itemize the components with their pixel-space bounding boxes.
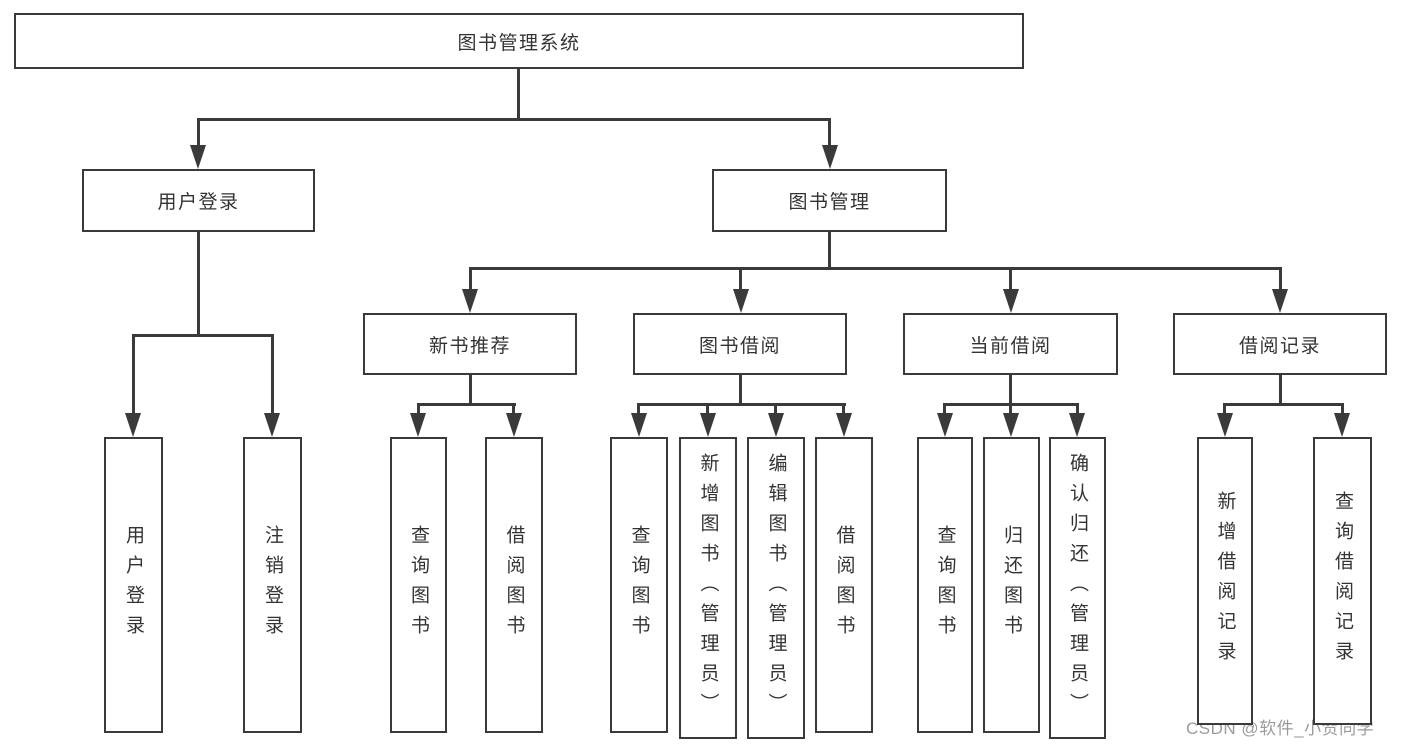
arrowhead-down-icon [822,145,838,169]
node-book-borrow: 图书借阅 [633,313,847,375]
node-leaf-add-book-admin: 新增图书（管理员） [679,437,737,739]
connector-line [517,67,520,120]
connector-line [739,375,742,405]
connector-line [469,375,472,405]
node-leaf-logout: 注销登录 [243,437,302,733]
arrowhead-down-icon [462,289,478,313]
connector-line [271,336,274,417]
node-borrow-records: 借阅记录 [1173,313,1387,375]
node-leaf-edit-book-admin: 编辑图书（管理员） [747,437,805,739]
connector-line [417,405,420,417]
connector-line [469,269,472,291]
connector-line [1279,269,1282,291]
connector-line [417,403,516,406]
arrowhead-down-icon [264,413,280,437]
arrowhead-down-icon [190,145,206,169]
arrowhead-down-icon [768,413,784,437]
connector-line [943,405,946,417]
connector-line [774,405,777,417]
connector-line [828,232,831,269]
connector-line [943,403,1079,406]
connector-line [1279,375,1282,405]
connector-line [197,118,831,121]
connector-line [1009,375,1012,405]
arrowhead-down-icon [836,413,852,437]
node-leaf-query-book-borrow: 查询图书 [610,437,668,733]
connector-line [197,232,200,336]
node-leaf-add-borrow-record: 新增借阅记录 [1197,437,1253,725]
arrowhead-down-icon [1003,289,1019,313]
node-leaf-user-login: 用户登录 [104,437,163,733]
arrowhead-down-icon [410,413,426,437]
arrowhead-down-icon [1334,413,1350,437]
node-book-management: 图书管理 [712,169,947,232]
connector-line [739,269,742,291]
connector-line [828,118,831,149]
connector-line [1341,405,1344,417]
arrowhead-down-icon [1003,413,1019,437]
arrowhead-down-icon [1217,413,1233,437]
node-leaf-query-book-recommend: 查询图书 [390,437,447,733]
connector-line [706,405,709,417]
connector-line [1076,405,1079,417]
arrowhead-down-icon [733,289,749,313]
node-leaf-borrow-book: 借阅图书 [815,437,873,733]
connector-line [637,403,846,406]
arrowhead-down-icon [1069,413,1085,437]
connector-line [637,405,640,417]
arrowhead-down-icon [937,413,953,437]
node-root: 图书管理系统 [14,13,1024,69]
arrowhead-down-icon [700,413,716,437]
node-new-book-recommend: 新书推荐 [363,313,577,375]
connector-line [197,118,200,149]
node-leaf-return-book: 归还图书 [983,437,1040,733]
connector-line [1009,269,1012,291]
connector-line [1009,405,1012,417]
node-user-login: 用户登录 [82,169,315,232]
connector-line [469,267,1282,270]
connector-line [132,334,274,337]
node-leaf-query-book-current: 查询图书 [917,437,973,733]
connector-line [1223,405,1226,417]
node-leaf-borrow-book-recommend: 借阅图书 [485,437,543,733]
node-current-borrow: 当前借阅 [903,313,1118,375]
connector-line [842,405,845,417]
connector-line [1223,403,1344,406]
node-leaf-query-borrow-record: 查询借阅记录 [1313,437,1372,725]
arrowhead-down-icon [1272,289,1288,313]
arrowhead-down-icon [506,413,522,437]
arrowhead-down-icon [125,413,141,437]
arrowhead-down-icon [631,413,647,437]
node-leaf-confirm-return-admin: 确认归还（管理员） [1049,437,1106,739]
connector-line [132,336,135,417]
connector-line [512,405,515,417]
